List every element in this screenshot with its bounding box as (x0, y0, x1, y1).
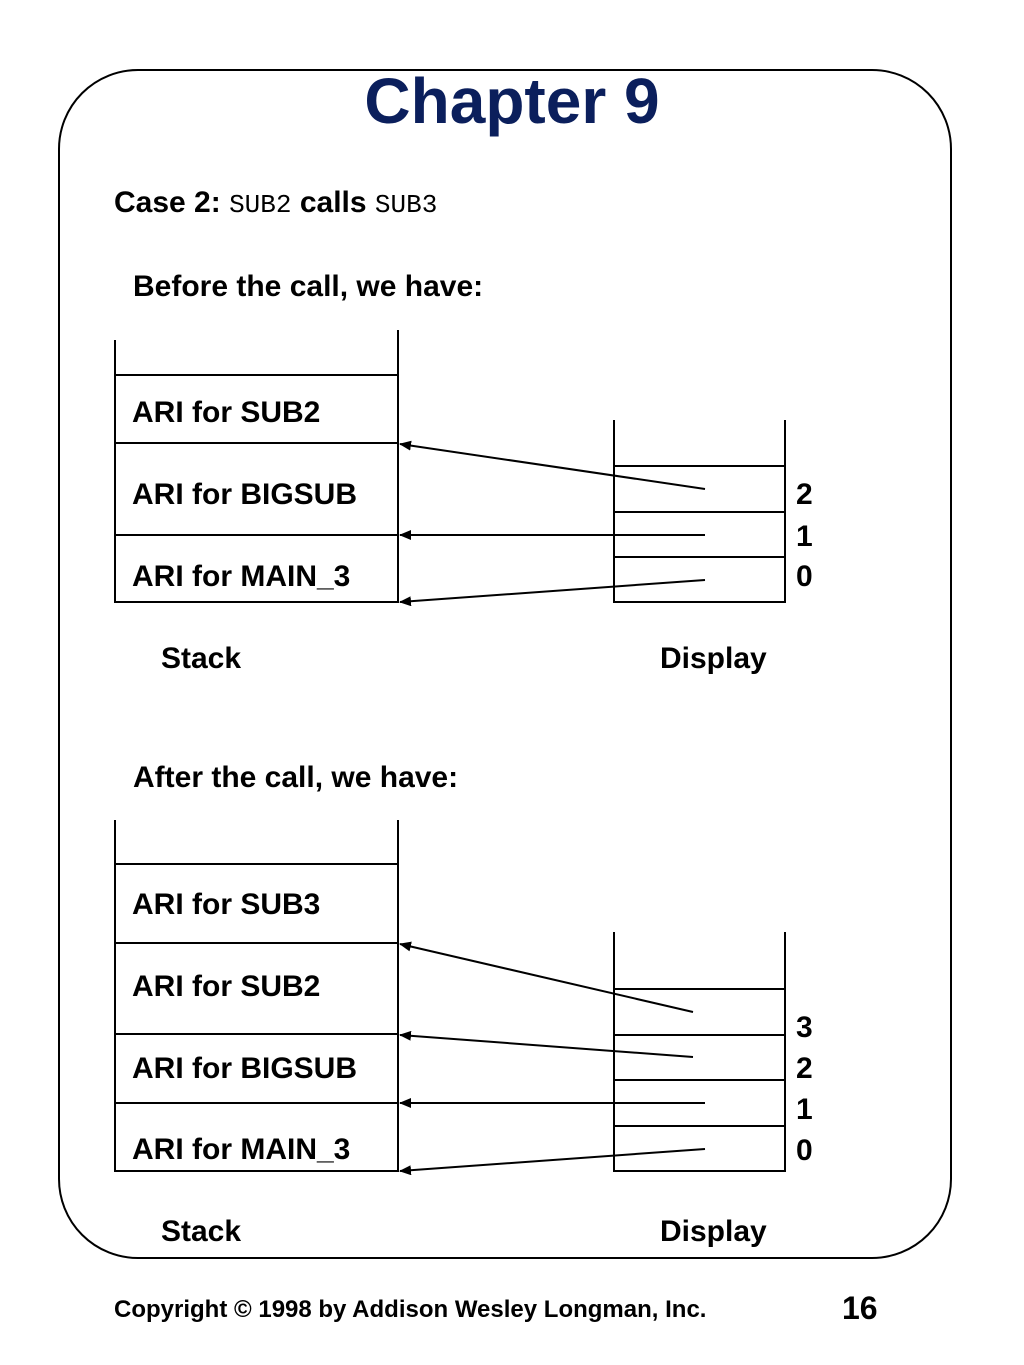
after-display (613, 932, 786, 1172)
after-display-label: Display (660, 1215, 767, 1248)
after-display-index: 0 (796, 1134, 813, 1167)
case-callee: SUB3 (374, 190, 438, 220)
after-arrow-2 (399, 1030, 694, 1058)
before-arrow-0 (399, 579, 706, 607)
after-display-index: 1 (796, 1093, 813, 1126)
after-heading: After the call, we have: (133, 761, 459, 794)
before-stack-cell: ARI for MAIN_3 (132, 560, 350, 593)
case-verb: calls (299, 186, 367, 219)
slide-title: Chapter 9 (364, 65, 660, 137)
after-stack-cell: ARI for MAIN_3 (132, 1133, 350, 1166)
page-number: 16 (842, 1290, 878, 1326)
after-display-index: 2 (796, 1052, 813, 1085)
before-stack-cell: ARI for BIGSUB (132, 478, 357, 511)
before-display-index: 0 (796, 560, 813, 593)
case-heading: Case 2: SUB2 calls SUB3 (114, 186, 437, 220)
after-stack (114, 820, 399, 1172)
before-stack (114, 330, 399, 603)
before-stack-label: Stack (161, 642, 241, 675)
before-arrow-2 (399, 440, 706, 490)
case-prefix: Case 2: (114, 186, 221, 219)
copyright-notice: Copyright © 1998 by Addison Wesley Longm… (114, 1296, 707, 1323)
after-stack-cell: ARI for SUB2 (132, 970, 320, 1003)
slide-frame (58, 69, 952, 1259)
before-stack-cell: ARI for SUB2 (132, 396, 320, 429)
after-arrow-3 (399, 941, 694, 1013)
after-stack-label: Stack (161, 1215, 241, 1248)
before-display (613, 420, 786, 603)
before-display-label: Display (660, 642, 767, 675)
before-display-index: 2 (796, 478, 813, 511)
before-display-index: 1 (796, 520, 813, 553)
after-stack-cell: ARI for BIGSUB (132, 1052, 357, 1085)
after-display-index: 3 (796, 1011, 813, 1044)
after-arrow-0 (399, 1148, 706, 1176)
case-caller: SUB2 (229, 190, 292, 220)
before-heading: Before the call, we have: (133, 270, 484, 303)
after-stack-cell: ARI for SUB3 (132, 888, 320, 921)
